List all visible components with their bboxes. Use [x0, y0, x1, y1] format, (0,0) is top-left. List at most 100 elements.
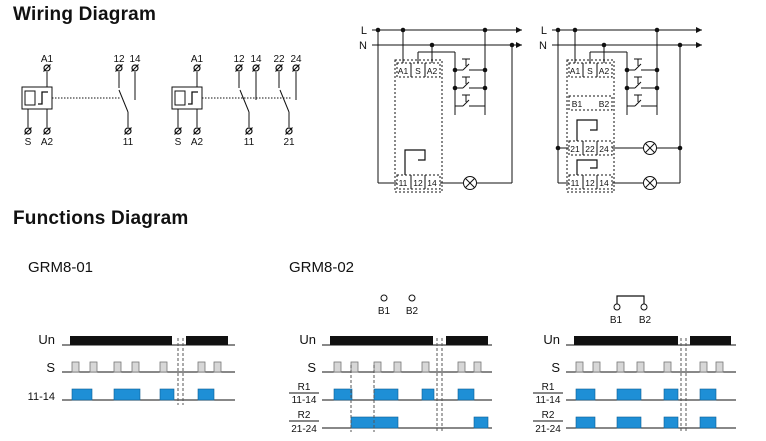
chart3-un-on-1 — [574, 336, 678, 345]
chart1-s-pulse-1 — [89, 361, 98, 373]
schem2-relay-symbol-coil — [174, 90, 186, 106]
circuitA-n-label: N — [359, 40, 367, 52]
chart1-un-label: Un — [38, 332, 55, 347]
circuitB-b1-label: B1 — [572, 99, 583, 109]
circuitB-t11-label: 11 — [571, 178, 580, 188]
schem2-t21-icon-slash — [285, 127, 293, 135]
chart2-r2-label: R2 — [298, 410, 311, 421]
chart2-s-pulse-5 — [457, 361, 466, 373]
chart3-s-pulse-1 — [592, 361, 601, 373]
circuitA-jn3 — [482, 67, 488, 73]
chart3-b1-terminal-icon — [613, 303, 621, 311]
chart3-r1-contact-label: 11-14 — [536, 395, 561, 406]
schem2-a1-terminal-icon-slash — [193, 64, 201, 72]
schem1-a2-label: A2 — [41, 137, 54, 148]
circuitB-l-arrow-icon — [696, 27, 702, 33]
circuitB-jn2 — [624, 85, 630, 91]
chart2-s-pulse-4 — [421, 361, 430, 373]
chart3-b-link-wire — [616, 295, 645, 305]
circuitA-l-arrow-icon — [516, 27, 522, 33]
circuitB-t24-label: 24 — [599, 144, 609, 154]
circuitB-lamp-bottom-cross-b — [645, 178, 655, 188]
chart1-contact-on-2 — [159, 388, 175, 401]
circuitB-t21-label: 21 — [570, 144, 580, 154]
chart2-r1-on-1 — [373, 388, 399, 401]
chart2-s-pulse-6 — [473, 361, 482, 373]
schem2-a2-terminal-icon-slash — [193, 127, 201, 135]
circuitA-l-label: L — [361, 25, 367, 37]
chart3-b1-label: B1 — [610, 315, 623, 326]
circuitB-lamp-top-cross-b — [645, 143, 655, 153]
schem1-relay-symbol — [21, 86, 53, 110]
chart3-r2-contact-label: 21-24 — [535, 424, 561, 435]
circuitB-l-label: L — [541, 25, 547, 37]
circuitB-s-label: S — [587, 66, 593, 76]
chart3-b2-label: B2 — [639, 315, 652, 326]
schem2-t21-label: 21 — [283, 137, 295, 148]
chart3-s-pulse-6 — [715, 361, 724, 373]
circuitB-n-label: N — [539, 40, 547, 52]
circuitB-jn3 — [654, 67, 660, 73]
schem2-t22-label: 22 — [273, 54, 285, 65]
schem1-relay-symbol-pulse-symbol — [38, 91, 48, 105]
circuitB-n-junction — [601, 42, 607, 48]
circuitA-device-outline — [394, 59, 443, 193]
chart2-r1-on-2 — [421, 388, 435, 401]
circuitA-contact-symbol — [404, 149, 426, 175]
schem2-t14-icon-slash — [252, 64, 260, 72]
circuitB-button3-contact — [634, 99, 642, 107]
schem2-relay-symbol-pulse-symbol — [188, 91, 198, 105]
schem2-relay-symbol — [171, 86, 203, 110]
circuitB-contact1-symbol — [576, 159, 598, 175]
chart1-contact-on-1 — [113, 388, 141, 401]
chart1-s-pulse-0 — [71, 361, 80, 373]
schem1-s-label: S — [25, 137, 32, 148]
wiring-diagram-heading: Wiring Diagram — [13, 4, 157, 25]
chart3-r1-on-3 — [699, 388, 717, 401]
circuitB-a2-label: A2 — [599, 66, 610, 76]
schem1-t12-icon-slash — [115, 64, 123, 72]
circuitB-l-junction3 — [555, 27, 561, 33]
circuitA-jn4 — [482, 85, 488, 91]
circuitB-device-outline — [566, 59, 615, 193]
schem2-t22-icon-slash — [275, 64, 283, 72]
schem2-contact2-blade — [279, 89, 290, 113]
circuitB-l-junction — [572, 27, 578, 33]
chart3-r1-on-0 — [575, 388, 596, 401]
circuitA-n-junction — [429, 42, 435, 48]
circuitA-s-label: S — [415, 66, 421, 76]
schem2-t24-label: 24 — [290, 54, 302, 65]
circuitA-t14-label: 14 — [427, 178, 437, 188]
chart1-un-on-2 — [186, 336, 228, 345]
chart3-un-label: Un — [543, 332, 560, 347]
circuitB-bottom-terminal-block — [568, 174, 613, 190]
functions-diagram-heading: Functions Diagram — [13, 208, 189, 229]
chart3-r2-on-0 — [575, 416, 596, 429]
circuitA-button2-contact — [462, 81, 470, 89]
circuitB-b-terminal-block — [568, 95, 613, 111]
chart3-s-label: S — [551, 360, 560, 375]
circuitB-button1-contact — [634, 63, 642, 71]
circuitA-l-junction — [400, 27, 406, 33]
chart1-contact-on-3 — [197, 388, 215, 401]
circuitB-t14-label: 14 — [599, 178, 609, 188]
chart1-contact-on-0 — [71, 388, 93, 401]
circuitB-jn6 — [677, 145, 683, 151]
chart3-r2-on-3 — [699, 416, 717, 429]
circuitA-button3-contact — [462, 99, 470, 107]
schem2-contact1-blade — [239, 89, 250, 113]
chart3-b2-terminal-icon — [640, 303, 648, 311]
chart2-r2-on-1 — [473, 416, 489, 429]
circuitB-jn1 — [624, 67, 630, 73]
chart3-r1-on-2 — [663, 388, 679, 401]
chart3-r1-on-1 — [616, 388, 642, 401]
schem1-a2-terminal-icon-slash — [43, 127, 51, 135]
schem1-a1-label: A1 — [41, 54, 54, 65]
chart2-s-label: S — [307, 360, 316, 375]
chart3-s-pulse-0 — [575, 361, 584, 373]
schem1-relay-symbol-coil — [24, 90, 36, 106]
chart2-s-pulse-0 — [333, 361, 342, 373]
chart3-s-pulse-5 — [699, 361, 708, 373]
circuitA-t11-label: 11 — [399, 178, 408, 188]
chart3-r2-label: R2 — [542, 410, 555, 421]
